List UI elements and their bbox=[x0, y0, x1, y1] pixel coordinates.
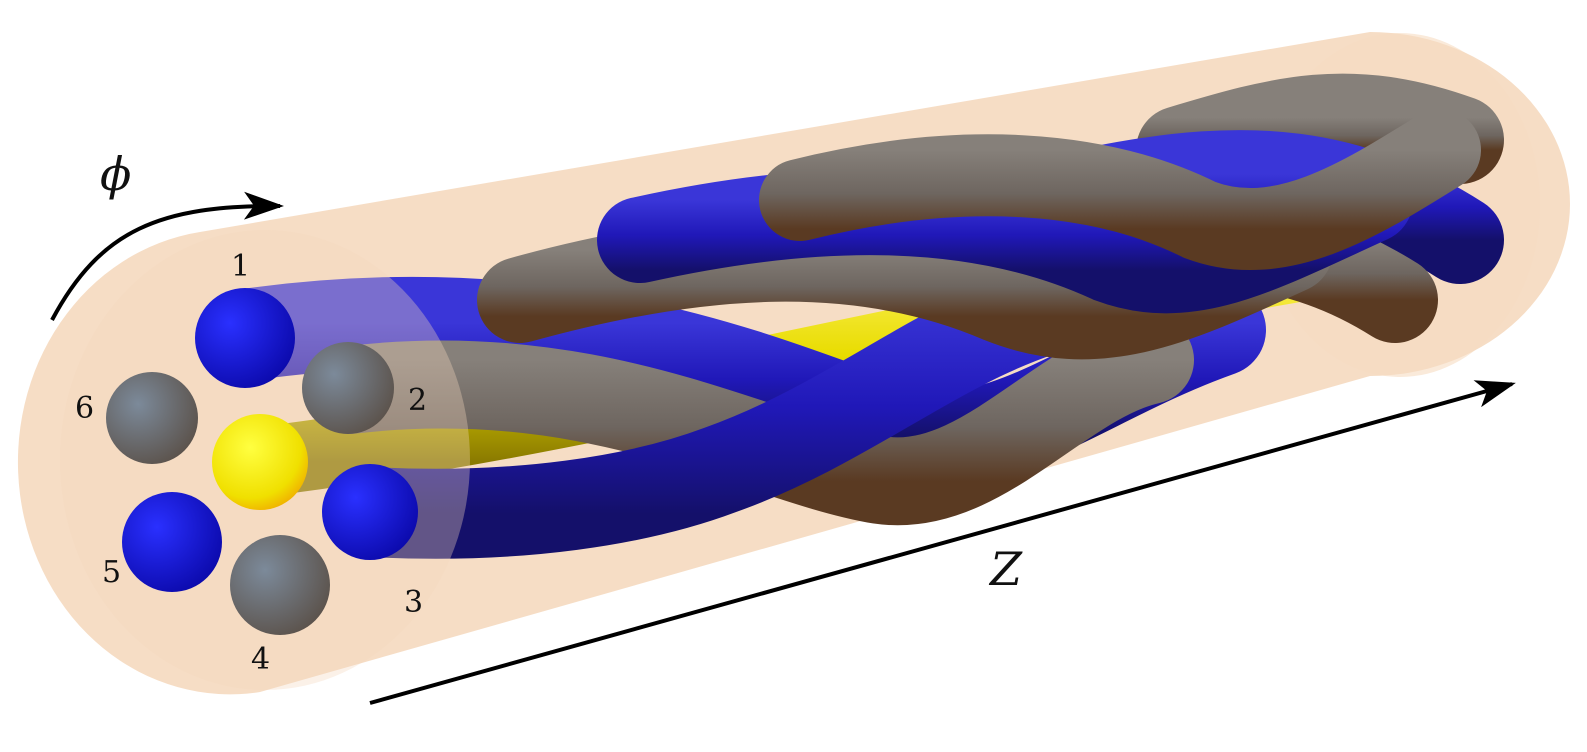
strand-cap-2 bbox=[302, 342, 394, 434]
strand-label-5: 5 bbox=[102, 555, 121, 590]
strand-cap-1 bbox=[195, 288, 295, 388]
phi-label: ϕ bbox=[100, 147, 131, 201]
strand-cap-6 bbox=[106, 372, 198, 464]
strand-label-4: 4 bbox=[251, 642, 270, 677]
core-cap bbox=[212, 414, 308, 510]
strand-cap-5 bbox=[122, 492, 222, 592]
helical-strands bbox=[199, 73, 1504, 559]
strand-cap-4 bbox=[230, 535, 330, 635]
strand-label-6: 6 bbox=[75, 391, 94, 426]
strand-label-2: 2 bbox=[408, 383, 427, 418]
strand-label-1: 1 bbox=[231, 249, 250, 284]
strand-cap-3 bbox=[322, 464, 418, 560]
z-axis-arrow bbox=[369, 380, 1516, 705]
strand-label-3: 3 bbox=[404, 585, 423, 620]
phi-arrow bbox=[50, 191, 284, 321]
strand-caps bbox=[106, 288, 418, 635]
z-label: Z bbox=[988, 542, 1023, 596]
